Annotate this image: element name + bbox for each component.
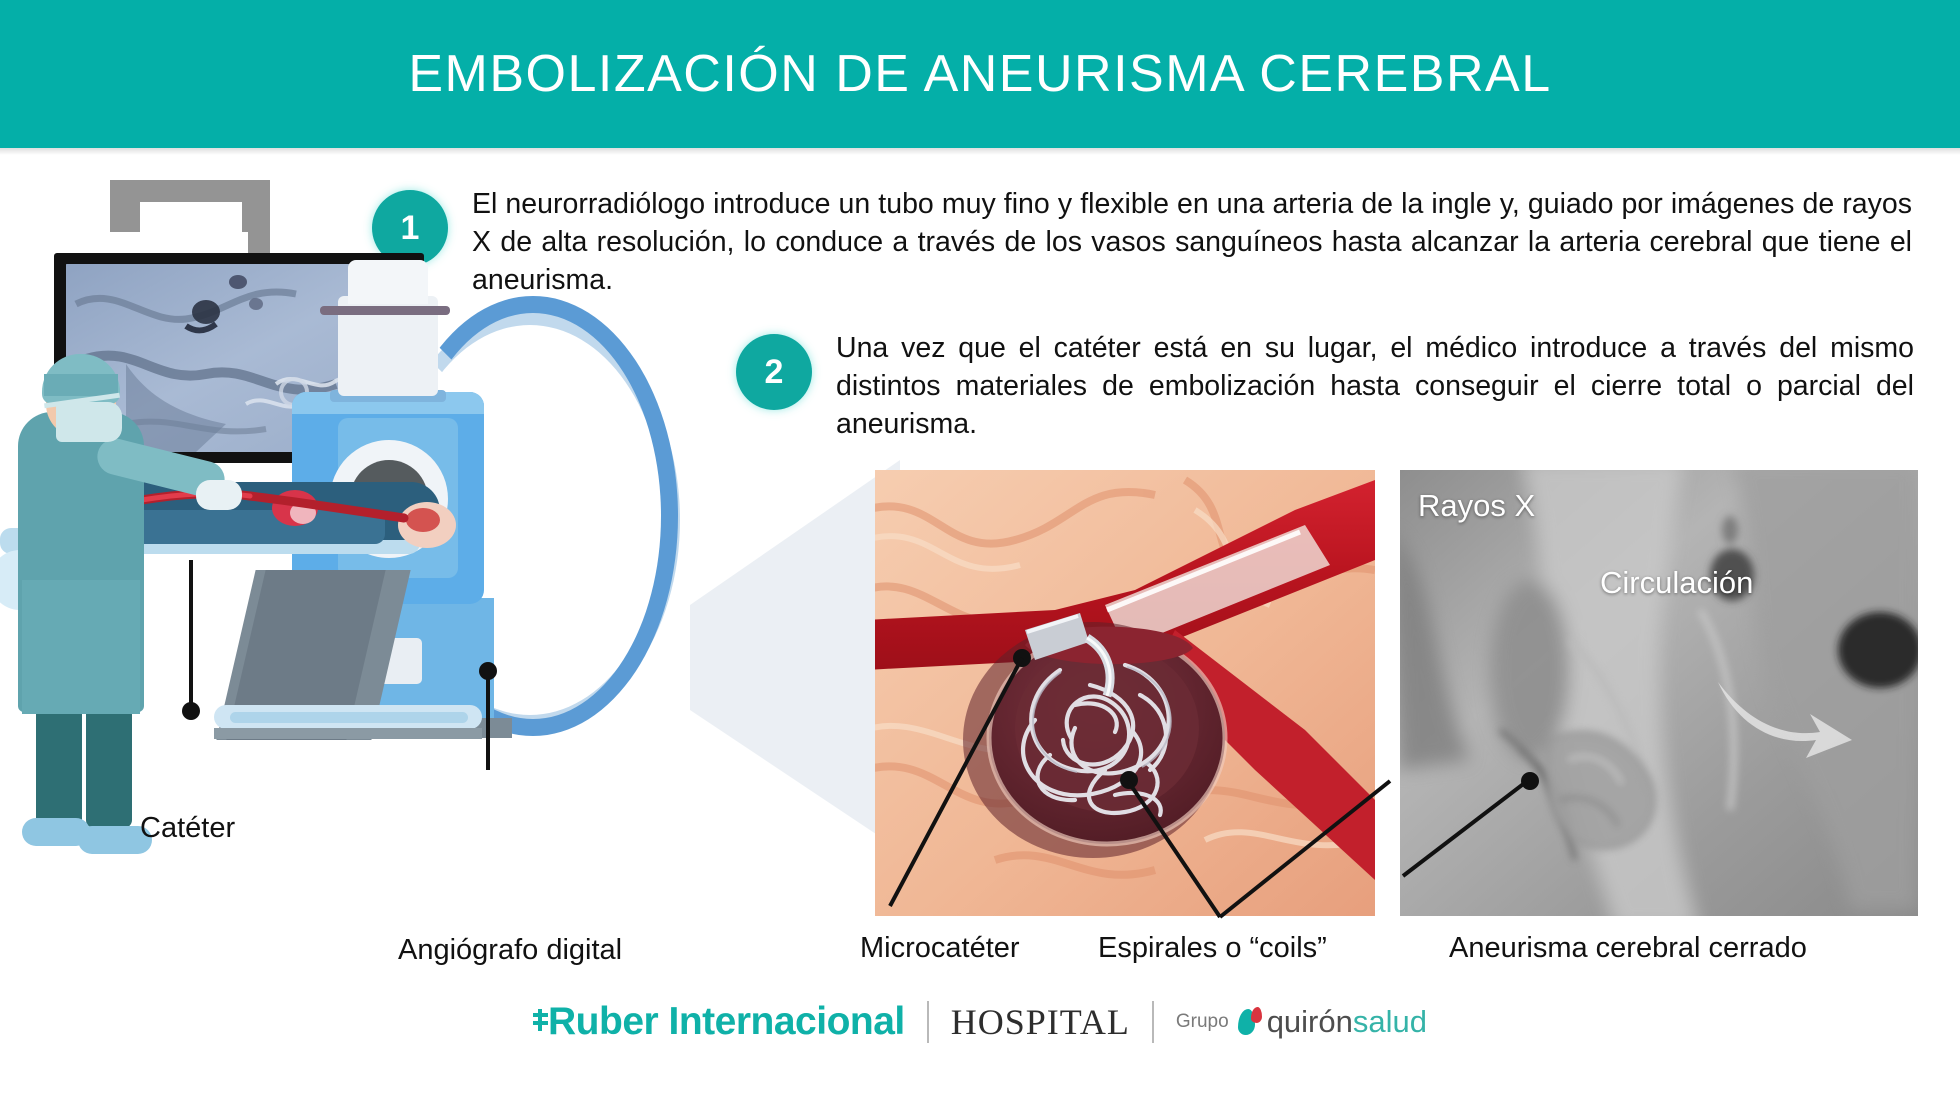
surgeon-hand xyxy=(196,480,242,510)
logo-salud: salud xyxy=(1352,1004,1427,1039)
closed-aneurysm-leader-line xyxy=(1401,780,1528,878)
step-1-text: El neurorradiólogo introduce un tubo muy… xyxy=(472,188,1912,296)
logo-ruber-internacional: Ruber Internacional xyxy=(548,1000,905,1043)
overlay-label-rayos-x: Rayos X xyxy=(1418,488,1536,523)
step-badge-2-number: 2 xyxy=(764,352,784,391)
coil-embolization-image xyxy=(875,470,1375,916)
surgeon-cap-band xyxy=(44,374,118,396)
catheter-leader-line xyxy=(189,560,193,710)
coils-callout-dot xyxy=(1120,771,1138,789)
footer-logos: Ruber Internacional HOSPITAL Grupo quiró… xyxy=(0,985,1960,1059)
overlay-label-circulacion: Circulación xyxy=(1600,565,1754,600)
logo-quiron: quirón xyxy=(1266,1004,1353,1039)
patient-brain-marker xyxy=(406,508,440,532)
page-title: EMBOLIZACIÓN DE ANEURISMA CEREBRAL xyxy=(408,45,1552,103)
surgeon-leg-right xyxy=(86,698,132,828)
surgeon-shoe-right xyxy=(78,826,152,854)
angiograph-crossbar xyxy=(320,306,450,315)
header-banner: EMBOLIZACIÓN DE ANEURISMA CEREBRAL xyxy=(0,0,1960,148)
caption-catheter: Catéter xyxy=(140,812,236,844)
microcatheter-leader-line xyxy=(888,657,1024,907)
logo-grupo-label: Grupo xyxy=(1175,1011,1229,1032)
ceiling-mount-arm xyxy=(110,180,270,202)
ceiling-mount-left-cap xyxy=(110,180,140,232)
angiograph-leader-line xyxy=(486,670,490,770)
catheter-callout-dot xyxy=(182,702,200,720)
coil-embolization-panel xyxy=(875,470,1375,916)
step-badge-2: 2 xyxy=(736,334,812,410)
table-base-inner xyxy=(230,712,468,723)
logo-divider-2 xyxy=(1151,1001,1154,1043)
table-base-shadow xyxy=(214,728,482,739)
quironsalud-leaf-icon xyxy=(1237,1007,1264,1037)
caption-microcatheter: Microcatéter xyxy=(860,932,1020,964)
surgeon-gown-lower xyxy=(22,580,140,714)
caption-angiograph: Angiógrafo digital xyxy=(398,934,623,966)
cross-icon xyxy=(533,1007,549,1037)
logo-hospital: HOSPITAL xyxy=(950,1002,1130,1042)
surgeon-leg-left xyxy=(36,698,82,828)
coils-leader-line xyxy=(1126,779,1392,919)
xray-angiogram-image xyxy=(1400,470,1918,916)
magnifier-cone xyxy=(690,460,900,850)
xray-angiogram-panel: Rayos X Circulación xyxy=(1400,470,1918,916)
caption-coils: Espirales o “coils” xyxy=(1098,932,1327,964)
closed-aneurysm-callout-dot xyxy=(1521,772,1539,790)
header-shadow xyxy=(0,148,1960,155)
step-badge-1-number: 1 xyxy=(400,208,420,247)
angiograph-neck-top xyxy=(348,260,428,304)
step-2-text: Una vez que el catéter está en su lugar,… xyxy=(836,332,1914,440)
surgeon-mask xyxy=(56,402,122,442)
logo-divider-1 xyxy=(926,1001,929,1043)
operating-room-illustration xyxy=(0,150,880,970)
caption-closed-aneurysm: Aneurisma cerebral cerrado xyxy=(1449,932,1807,964)
